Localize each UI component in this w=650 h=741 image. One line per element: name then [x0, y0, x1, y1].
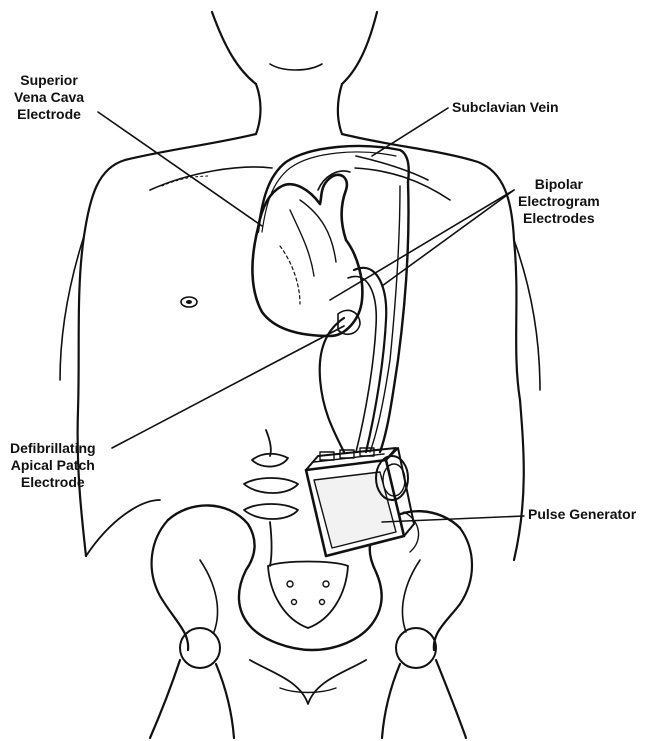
leader-bipolar-a [330, 190, 514, 300]
label-defibrillating-apical-patch-electrode: Defibrillating Apical Patch Electrode [10, 440, 96, 491]
label-line: Bipolar [518, 176, 600, 193]
torso-outline [60, 134, 540, 560]
label-line: Electrode [10, 474, 96, 491]
label-line: Electrodes [518, 210, 600, 227]
label-line: Electrogram [518, 193, 600, 210]
leader-lines [98, 108, 524, 522]
label-line: Superior [14, 72, 84, 89]
pulse-generator-device [306, 448, 419, 556]
spine-vertebrae [244, 430, 298, 566]
leader-bipolar-b [382, 190, 514, 286]
leader-subclavian-vein [372, 108, 448, 156]
label-line: Defibrillating [10, 440, 96, 457]
leader-superior-vena-cava [98, 112, 262, 226]
nipple-mark [181, 297, 197, 307]
label-line: Subclavian Vein [452, 99, 559, 116]
label-bipolar-electrogram-electrodes: Bipolar Electrogram Electrodes [518, 176, 600, 227]
neck-outline [212, 12, 377, 134]
label-line: Apical Patch [10, 457, 96, 474]
electrode-lead-bundle [320, 182, 409, 452]
label-line: Vena Cava [14, 89, 84, 106]
heart-outline [252, 171, 362, 336]
label-line: Pulse Generator [528, 506, 636, 523]
pelvis-outline [150, 505, 472, 738]
label-subclavian-vein: Subclavian Vein [452, 99, 559, 116]
label-pulse-generator: Pulse Generator [528, 506, 636, 523]
leader-defibrillating [112, 326, 344, 448]
label-line: Electrode [14, 106, 84, 123]
label-superior-vena-cava-electrode: Superior Vena Cava Electrode [14, 72, 84, 123]
